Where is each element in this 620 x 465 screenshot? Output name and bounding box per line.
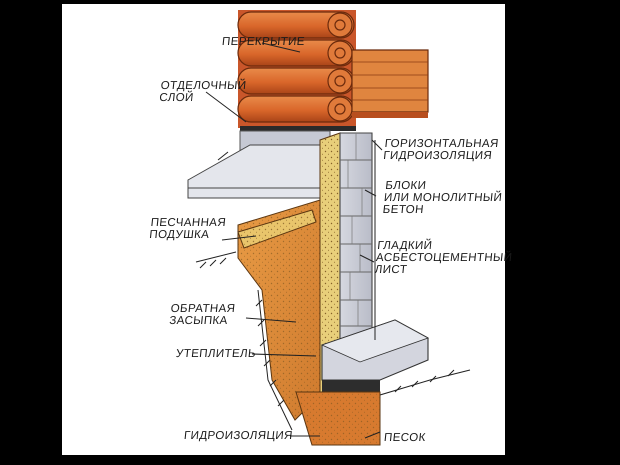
label-asbestos-sheet-line1: ГЛАДКИЙ (376, 240, 433, 252)
label-finish-layer-line2: СЛОЙ (158, 92, 195, 104)
label-blocks-line1: БЛОКИ (384, 180, 427, 192)
floor-boards (351, 49, 429, 118)
label-asbestos-sheet-line2: АСБЕСТОЦЕМЕНТНЫЙ (375, 252, 513, 264)
label-sand-cushion: ПЕСЧАННАЯ ПОДУШКА (149, 217, 227, 241)
label-blocks-line2: ИЛИ МОНОЛИТНЫЙ (383, 192, 503, 204)
label-finish-layer-line1: ОТДЕЛОЧНЫЙ (160, 80, 247, 92)
label-sand: ПЕСОК (383, 432, 427, 444)
label-sand-cushion-line1: ПЕСЧАННАЯ (150, 217, 227, 229)
label-blocks-line3: БЕТОН (382, 204, 425, 216)
leader-lines (205, 42, 383, 439)
label-horizontal-waterproofing: ГОРИЗОНТАЛЬНАЯ ГИДРОИЗОЛЯЦИЯ (383, 138, 500, 162)
footing (320, 319, 429, 392)
ground-hatching (195, 140, 471, 431)
label-insulation: УТЕПЛИТЕЛЬ (175, 348, 257, 360)
label-backfill-line2: ЗАСЫПКА (168, 315, 229, 327)
label-asbestos-sheet-line3: ЛИСТ (374, 264, 408, 276)
label-waterproofing: ГИДРОИЗОЛЯЦИЯ (183, 430, 294, 442)
label-asbestos-sheet: ГЛАДКИЙ АСБЕСТОЦЕМЕНТНЫЙ ЛИСТ (374, 240, 514, 276)
label-finish-layer: ОТДЕЛОЧНЫЙ СЛОЙ (159, 80, 247, 104)
log-1 (237, 11, 355, 39)
label-floor: ПЕРЕКРЫТИЕ (221, 36, 306, 48)
label-blocks: БЛОКИ ИЛИ МОНОЛИТНЫЙ БЕТОН (382, 180, 504, 216)
label-backfill: ОБРАТНАЯ ЗАСЫПКА (169, 303, 236, 327)
label-backfill-line1: ОБРАТНАЯ (170, 303, 236, 315)
horizontal-waterproofing-strip (240, 126, 356, 131)
log-wall (237, 10, 356, 128)
label-horizontal-waterproofing-line2: ГИДРОИЗОЛЯЦИЯ (382, 150, 493, 162)
block-wall (339, 132, 373, 346)
label-sand-cushion-line2: ПОДУШКА (148, 229, 210, 241)
label-horizontal-waterproofing-line1: ГОРИЗОНТАЛЬНАЯ (384, 138, 500, 150)
log-ends (327, 12, 353, 122)
